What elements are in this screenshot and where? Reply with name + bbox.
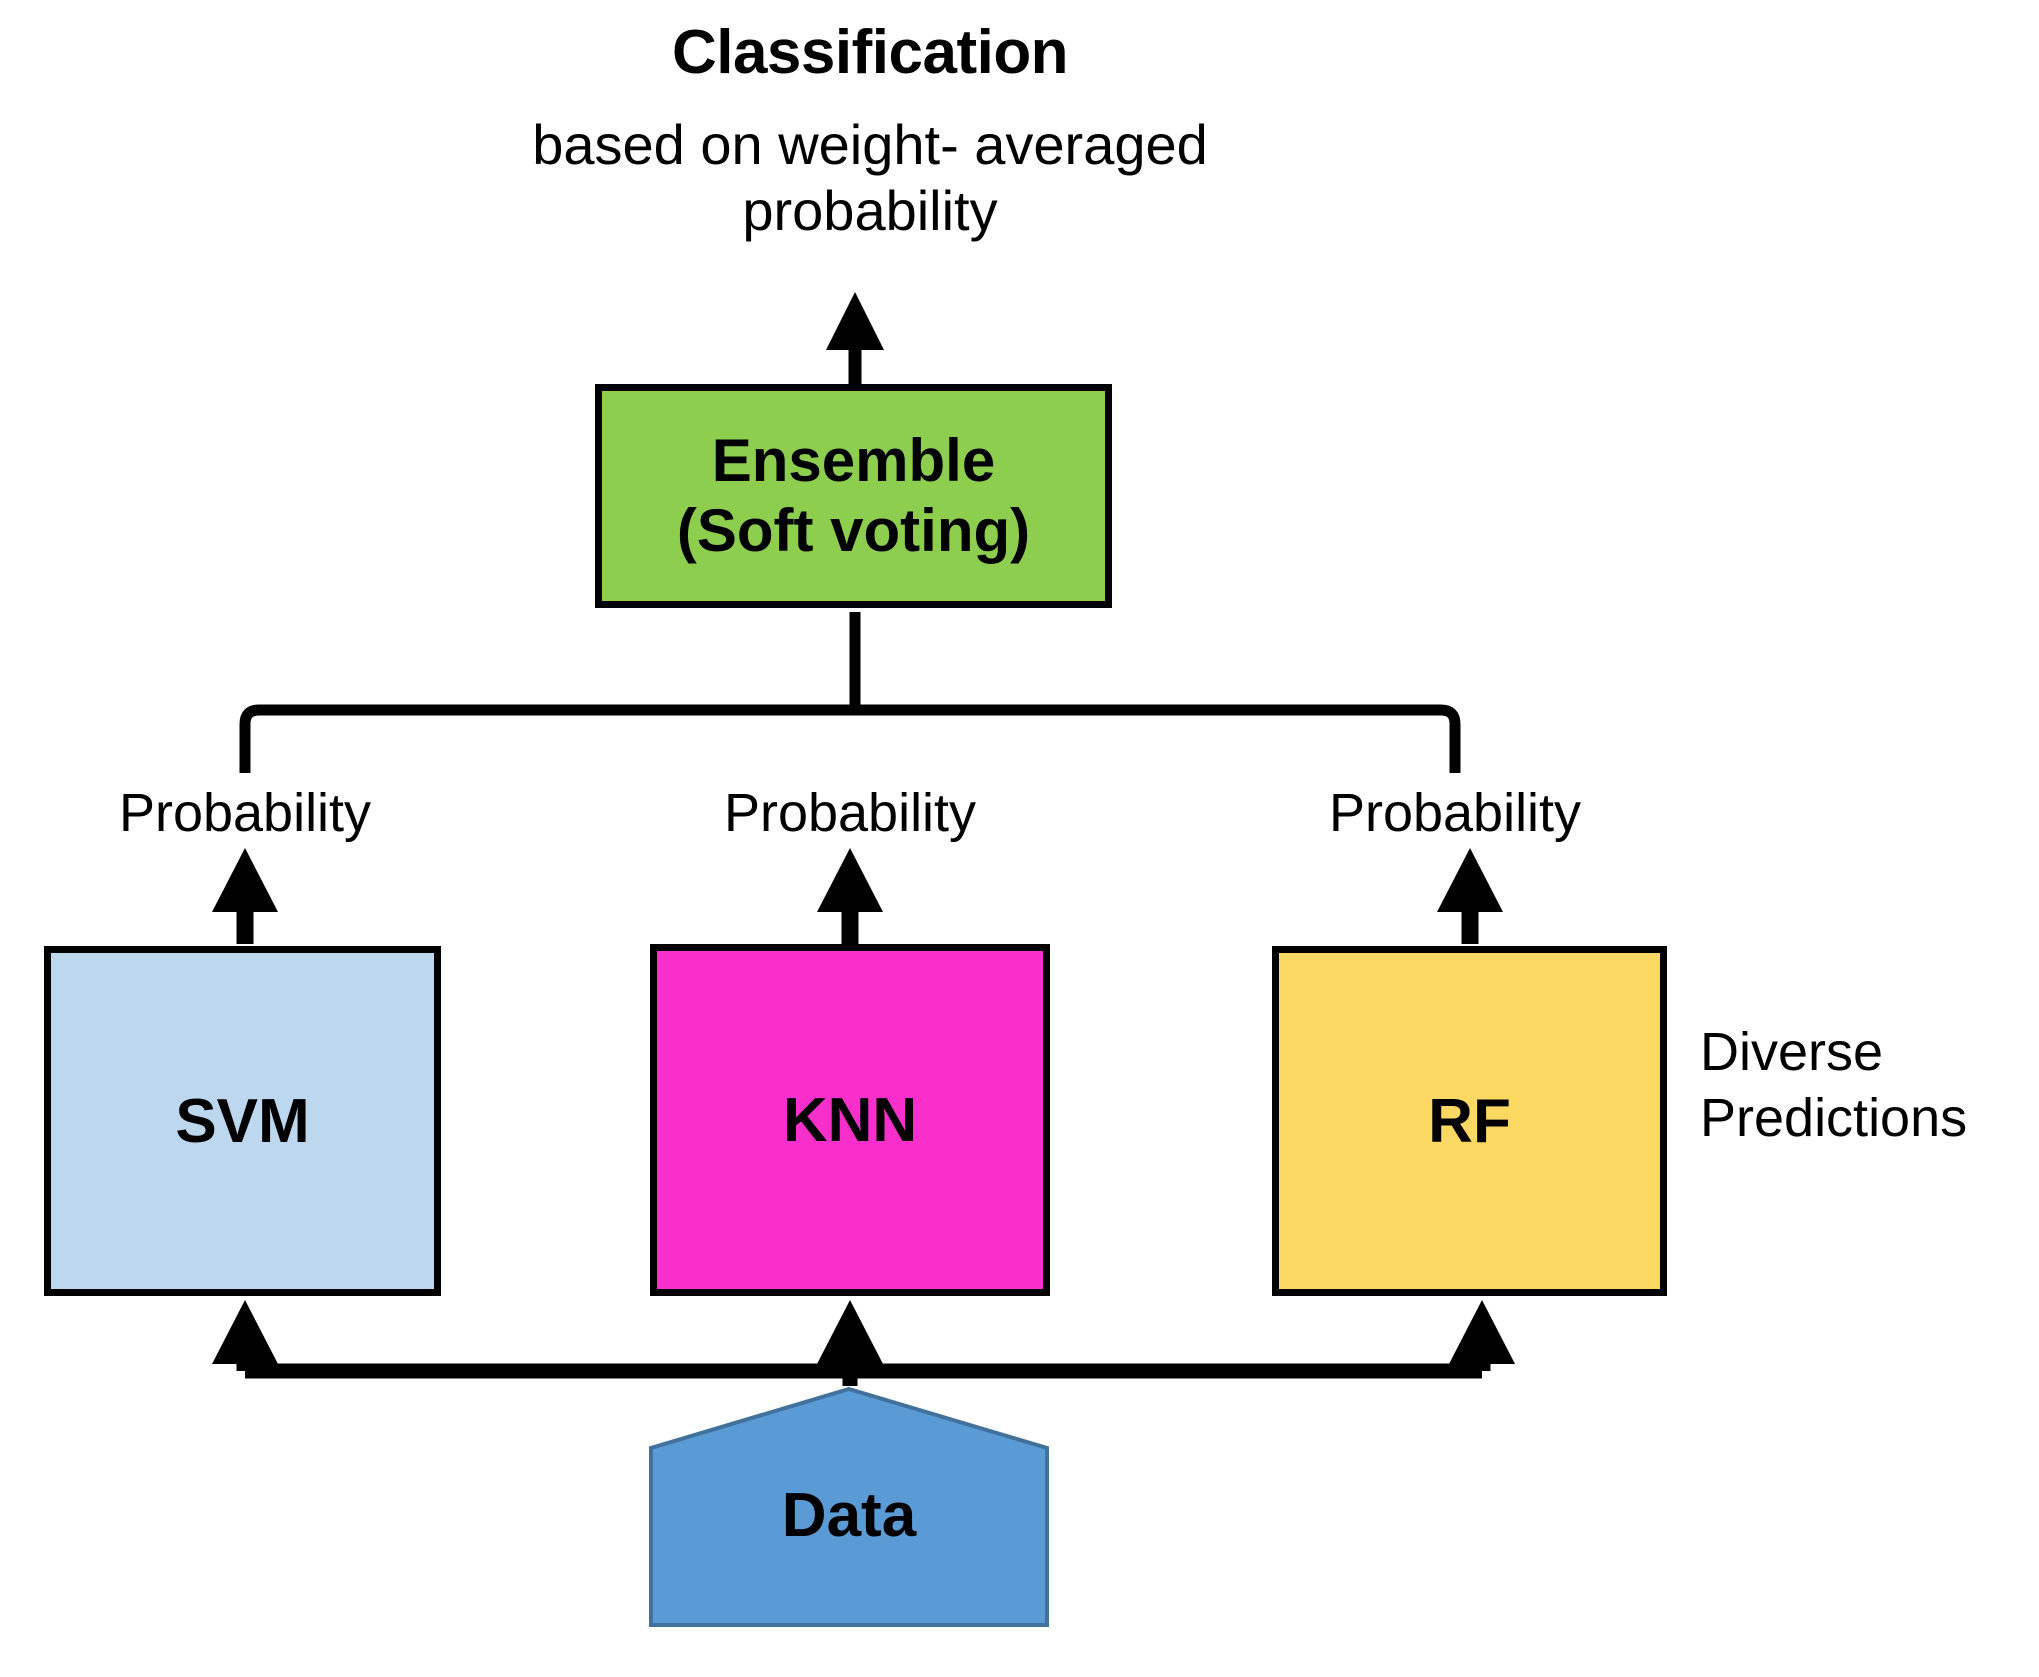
annotation-diverse-predictions: Diverse Predictions (1700, 1020, 2030, 1152)
data-source-label: Data (781, 1481, 917, 1550)
ensemble-label-line-1: Ensemble (711, 427, 996, 495)
bracket-probabilities-to-ensemble (239, 612, 1461, 773)
annotation-line-2: Predictions (1700, 1087, 1968, 1148)
subtitle-line-2: probability (742, 179, 998, 243)
ensemble-label-line-2: (Soft voting) (676, 497, 1031, 564)
ensemble-node[interactable]: Ensemble (Soft voting) (595, 384, 1112, 608)
edge-label-probability-knn: Probability (723, 783, 977, 843)
edge-label-probability-svm: Probability (118, 783, 372, 843)
data-source-node[interactable] (648, 1386, 1050, 1628)
edge-label-probability-rf: Probability (1328, 783, 1582, 843)
subtitle-line-1: based on weight- averaged (532, 113, 1208, 176)
arrow-knn-to-probability (817, 848, 883, 944)
arrow-rf-to-probability (1437, 848, 1503, 944)
model-node-rf[interactable]: RF (1272, 946, 1667, 1296)
diagram-subtitle: based on weight- averaged probability (0, 112, 1740, 244)
model-node-svm[interactable]: SVM (44, 946, 441, 1296)
model-node-knn[interactable]: KNN (650, 944, 1050, 1296)
pentagon-icon (649, 1386, 1049, 1627)
diagram-title: Classification (671, 18, 1069, 87)
annotation-line-1: Diverse (1700, 1022, 1884, 1082)
arrow-ensemble-to-classification (826, 292, 884, 386)
bus-data-to-models (212, 1300, 1515, 1386)
arrow-svm-to-probability (212, 848, 278, 944)
